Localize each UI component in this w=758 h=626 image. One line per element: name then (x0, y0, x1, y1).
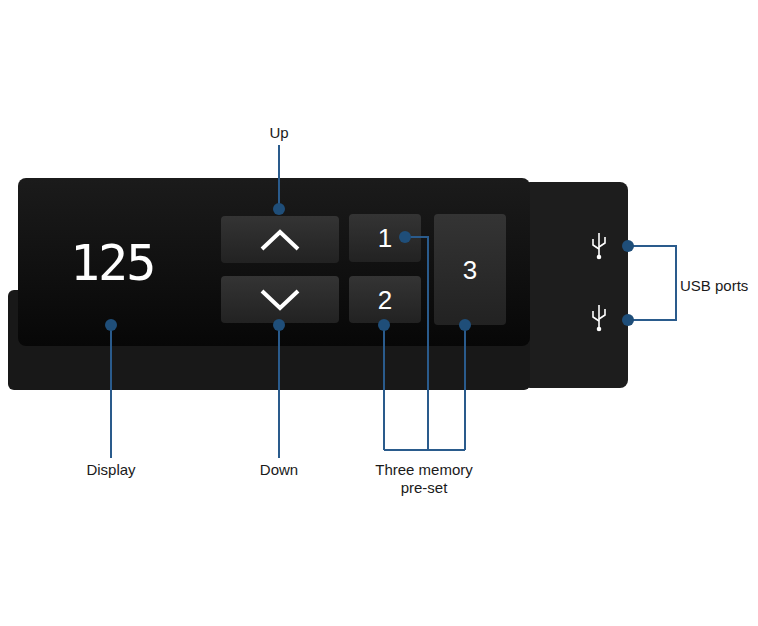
down-button (221, 276, 339, 323)
down-chevron (262, 291, 298, 308)
leader-dots (105, 203, 634, 331)
display-readout: 125 (70, 238, 154, 288)
controller-panel: 125 1 2 3 (18, 178, 530, 346)
part-label: Up (249, 124, 309, 142)
part-label: Down (244, 461, 314, 479)
usb-module (522, 182, 628, 388)
memory-button: 2 (349, 276, 421, 323)
memory-button (349, 214, 421, 262)
controller-face (18, 178, 530, 346)
up-chevron (262, 232, 298, 249)
memory-button: 1 (349, 214, 421, 262)
up-button (221, 216, 339, 263)
part-label: Three memory pre-set (364, 461, 484, 497)
memory-button (434, 214, 506, 325)
memory-button (349, 276, 421, 323)
part-label: USB ports (680, 277, 754, 295)
button-number: 2 (378, 287, 392, 313)
button-number: 3 (463, 257, 477, 283)
part-label: Display (71, 461, 151, 479)
usb-symbol (593, 233, 605, 259)
button-number: 1 (378, 225, 392, 251)
memory-button: 3 (434, 214, 506, 325)
leader-lines (111, 145, 676, 458)
usb-symbol (593, 305, 605, 331)
